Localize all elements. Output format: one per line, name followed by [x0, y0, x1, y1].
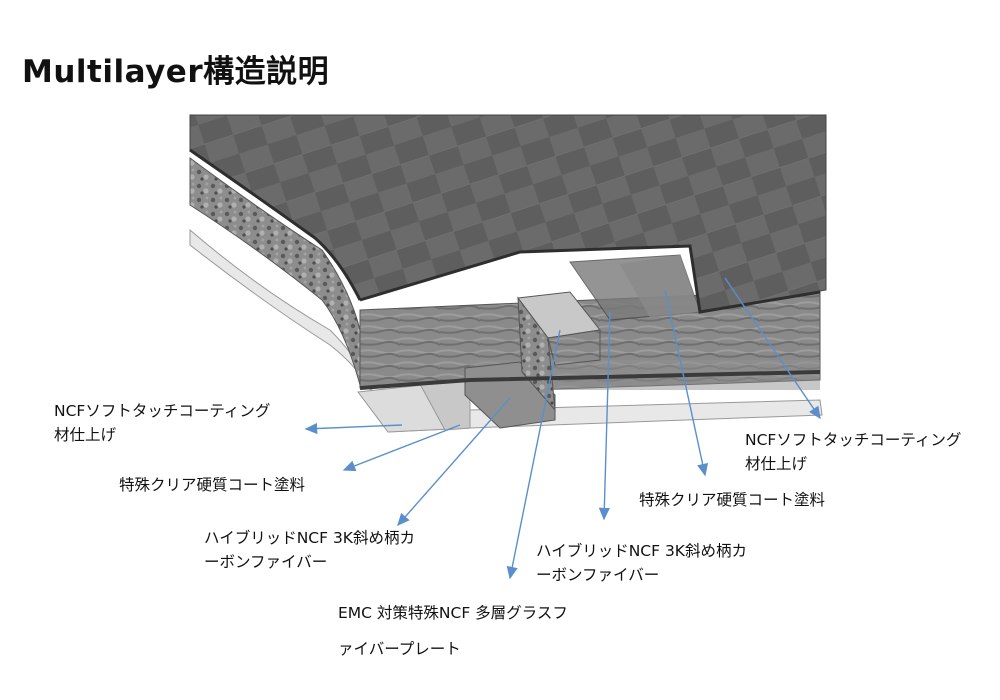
- label-right-coating: NCFソフトタッチコーティング 材仕上げ: [745, 431, 962, 473]
- callout-arrows: [304, 277, 821, 580]
- page-title: Multilayer構造説明: [22, 54, 330, 90]
- label-left-coating: NCFソフトタッチコーティング 材仕上げ: [54, 402, 271, 444]
- bottom-plate: [189, 228, 823, 433]
- label-left-hybrid: ハイブリッドNCF 3K斜め柄カ ーボンファイバー: [204, 529, 415, 571]
- label-right-clear: 特殊クリア硬質コート塗料: [639, 491, 826, 509]
- top-weave-surface: [189, 114, 827, 313]
- label-right-hybrid: ハイブリッドNCF 3K斜め柄カ ーボンファイバー: [536, 542, 747, 584]
- label-emc-plate: EMC 対策特殊NCF 多層グラスフ ァイバープレート: [338, 604, 568, 658]
- label-left-clear: 特殊クリア硬質コート塗料: [119, 476, 306, 494]
